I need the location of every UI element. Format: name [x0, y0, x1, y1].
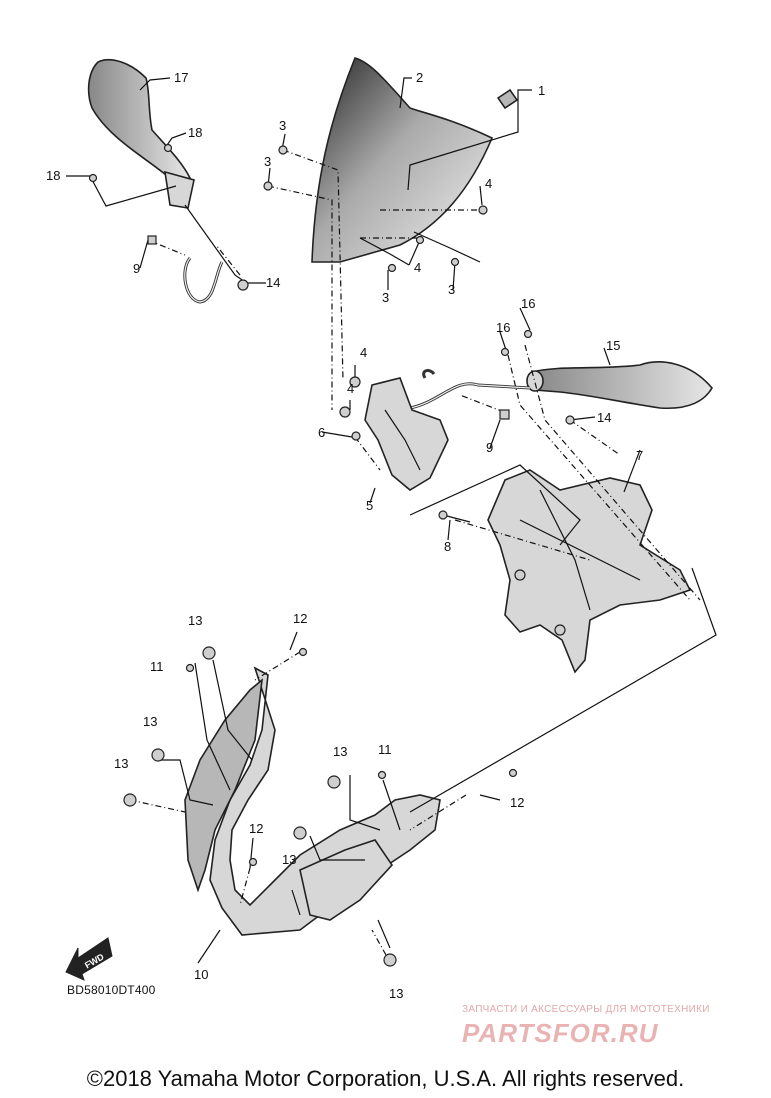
diagram-code: BD58010DT400 [67, 983, 156, 997]
left-mirror-part-17 [87, 58, 249, 291]
fwd-arrow-icon: FWD [65, 937, 113, 981]
callout-3: 3 [264, 154, 271, 169]
screw-12b [248, 857, 258, 867]
grommet-13b [151, 748, 165, 762]
grommet-13e [293, 826, 307, 840]
callout-18: 18 [188, 125, 202, 140]
right-mirror-part-15 [526, 361, 713, 410]
callout-15: 15 [606, 338, 620, 353]
screw-12c [508, 768, 518, 778]
bolt-3d [387, 263, 397, 273]
bolt-16a [523, 329, 533, 339]
windscreen-part-2 [311, 57, 494, 263]
screw-11b [377, 770, 387, 780]
callout-12: 12 [293, 611, 307, 626]
callout-3: 3 [279, 118, 286, 133]
callout-14: 14 [266, 275, 280, 290]
callout-4: 4 [414, 260, 421, 275]
callout-3: 3 [382, 290, 389, 305]
callout-4: 4 [360, 345, 367, 360]
bolt-3e [450, 257, 460, 267]
screw-11a [185, 663, 195, 673]
callout-14: 14 [597, 410, 611, 425]
grommet-13a [202, 646, 216, 660]
callout-6: 6 [318, 425, 325, 440]
bolt-3c [415, 235, 425, 245]
clip-9a [147, 235, 157, 245]
fasteners [88, 143, 575, 967]
callout-7: 7 [636, 448, 643, 463]
watermark-logo: PARTSFOR.RU [462, 1018, 659, 1048]
bracket-part-5 [364, 377, 449, 491]
watermark-tagline: ЗАПЧАСТИ И АКСЕССУАРЫ ДЛЯ МОТОТЕХНИКИ [462, 1004, 710, 1015]
callout-18: 18 [46, 168, 60, 183]
callout-2: 2 [416, 70, 423, 85]
callout-17: 17 [174, 70, 188, 85]
grommet-13f [383, 953, 397, 967]
grommet-13d [327, 775, 341, 789]
clip-9b [499, 409, 510, 420]
cable-part-9-left [183, 257, 224, 304]
callout-13: 13 [333, 744, 347, 759]
bolt-3b [263, 181, 273, 191]
callout-11: 11 [150, 659, 164, 674]
grommet-13c [123, 793, 137, 807]
screw-12a [298, 647, 308, 657]
bolt-18a [163, 143, 173, 153]
callout-9: 9 [486, 440, 493, 455]
bolt-18b [88, 173, 98, 183]
callout-13: 13 [114, 756, 128, 771]
callout-16: 16 [496, 320, 510, 335]
cable-part-9-right [409, 369, 531, 410]
callout-12: 12 [249, 821, 263, 836]
grommet-14b [565, 415, 575, 425]
callout-13: 13 [188, 613, 202, 628]
callout-10: 10 [194, 967, 208, 982]
callout-13: 13 [282, 852, 296, 867]
pad-part-1 [496, 88, 519, 110]
callout-4: 4 [485, 176, 492, 191]
exploded-parts-diagram: FWD 1 2 3 3 3 3 4 4 4 4 5 6 7 8 9 9 10 1… [46, 57, 717, 1001]
bolt-3a [278, 145, 288, 155]
callout-5: 5 [366, 498, 373, 513]
callout-8: 8 [444, 539, 451, 554]
bolt-6 [351, 431, 361, 441]
callout-3: 3 [448, 282, 455, 297]
main-stay-part-7 [487, 469, 692, 674]
callout-12: 12 [510, 795, 524, 810]
callout-1: 1 [538, 83, 545, 98]
leader-lines [66, 77, 717, 964]
callout-numbers: 1 2 3 3 3 3 4 4 4 4 5 6 7 8 9 9 10 11 11… [46, 70, 643, 1001]
copyright-notice: ©2018 Yamaha Motor Corporation, U.S.A. A… [86, 1066, 685, 1091]
callout-4: 4 [347, 381, 354, 396]
nut-4d [339, 406, 351, 418]
callout-13: 13 [143, 714, 157, 729]
nut-4c [349, 376, 361, 388]
bolt-16b [500, 347, 510, 357]
callout-13: 13 [389, 986, 403, 1001]
callout-11: 11 [378, 742, 392, 757]
callout-9: 9 [133, 261, 140, 276]
grommet-4a [478, 205, 488, 215]
bolt-8 [442, 514, 471, 523]
callout-16: 16 [521, 296, 535, 311]
